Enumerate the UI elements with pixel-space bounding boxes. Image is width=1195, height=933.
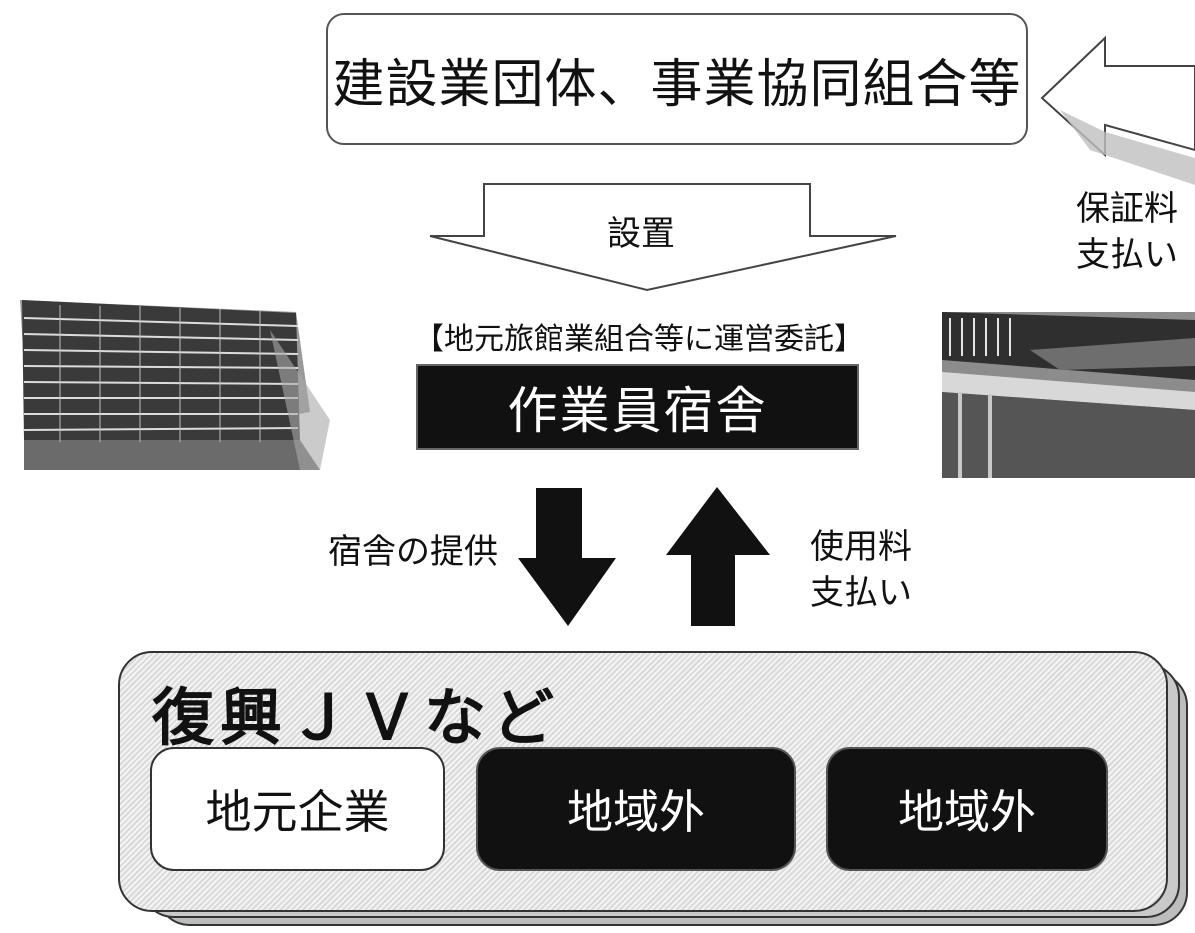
outside-region-company-label-2: 地域外 [898,785,1036,839]
dormitory-building-photo [942,312,1195,478]
apartment-building-photo [20,300,330,470]
usage-fee-label-line2: 支払い [810,573,912,613]
local-company-label: 地元企業 [205,785,390,839]
setup-arrow-label: 設置 [607,214,675,254]
outside-region-company-box-2: 地域外 [826,747,1108,871]
outside-region-company-box: 地域外 [476,747,796,871]
local-company-box: 地元企業 [150,747,445,871]
provide-down-arrow-icon [518,488,616,626]
usage-fee-label-line1: 使用料 [810,527,912,567]
industry-association-box: 建設業団体、事業協同組合等 [326,13,1028,145]
industry-association-label: 建設業団体、事業協同組合等 [332,54,1022,115]
operation-consignment-note: 【地元旅館業組合等に運営委託】 [414,322,864,357]
dormitory-provision-label: 宿舎の提供 [328,532,498,572]
guarantee-fee-label-line2: 支払い [1076,235,1178,275]
jv-group-title: 復興ＪＶなど [152,681,561,754]
guarantee-arrow-shape [1040,35,1195,185]
outside-region-company-label: 地域外 [567,785,705,839]
worker-dormitory-box: 作業員宿舎 [416,364,859,450]
worker-dormitory-label: 作業員宿舎 [507,382,768,440]
payment-up-arrow-icon [666,487,770,626]
guarantee-fee-label-line1: 保証料 [1076,189,1178,229]
setup-arrow-shape [429,183,897,292]
